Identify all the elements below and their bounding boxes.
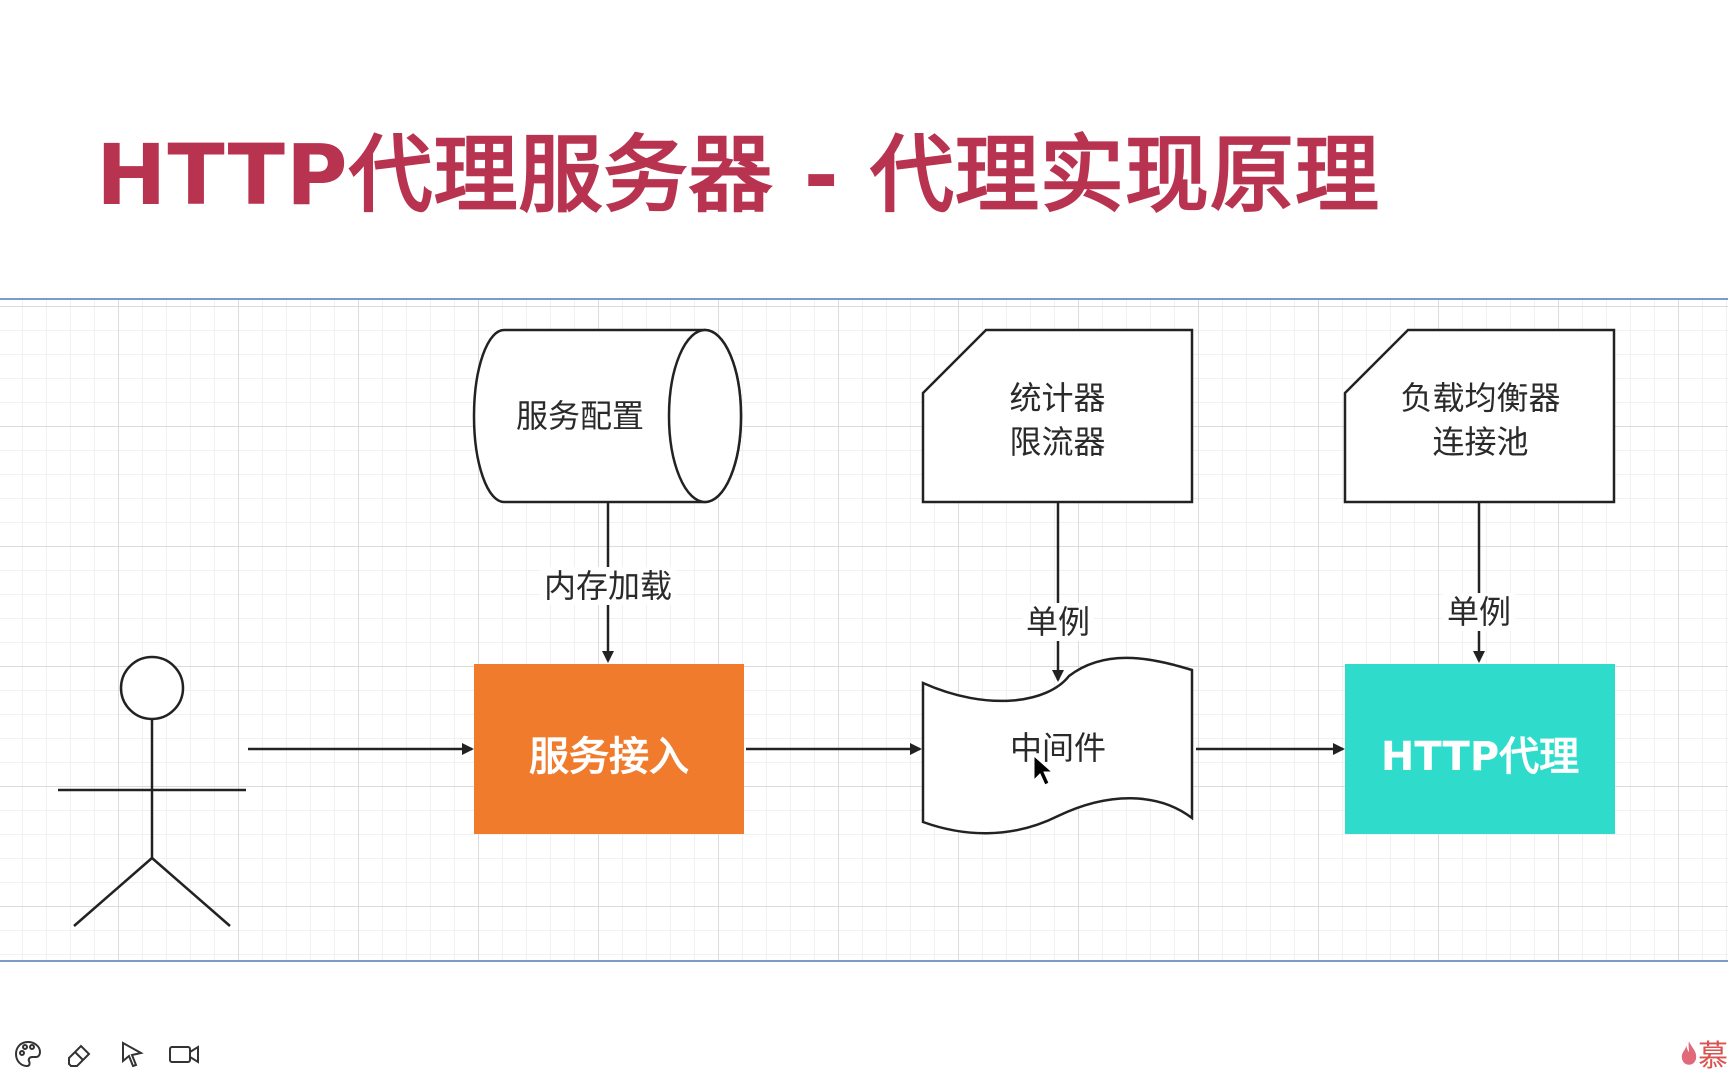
service-config-label: 服务配置	[515, 397, 644, 435]
presentation-toolbar	[10, 1032, 202, 1076]
lb-label-line2: 连接池	[1432, 423, 1529, 461]
edge-label-singleton-lb: 单例	[1419, 590, 1539, 634]
stats-label-line2: 限流器	[1009, 423, 1106, 461]
slide-title: HTTP代理服务器 - 代理实现原理	[96, 126, 1380, 224]
service-access-label: 服务接入	[529, 734, 689, 780]
service-config-cylinder	[472, 328, 743, 504]
middleware-label: 中间件	[1009, 729, 1106, 767]
actor-left-leg	[73, 857, 153, 927]
watermark-logo: 慕	[1680, 1030, 1728, 1076]
service-access-box	[474, 664, 744, 834]
stats-card-label: 统计器 限流器	[935, 376, 1180, 464]
eraser-icon[interactable]	[62, 1036, 98, 1072]
palette-icon[interactable]	[10, 1036, 46, 1072]
lb-label-line1: 负载均衡器	[1400, 379, 1561, 417]
edge-label-singleton-stats: 单例	[998, 600, 1118, 644]
edge-label-singleton-stats-text: 单例	[1021, 603, 1094, 641]
middleware-tape-shape	[921, 656, 1194, 835]
video-camera-icon[interactable]	[166, 1036, 202, 1072]
actor-right-leg	[151, 857, 231, 927]
diagram-svg	[58, 328, 1616, 927]
edge-label-memory-load: 内存加载	[508, 564, 708, 608]
pointer-icon[interactable]	[114, 1036, 150, 1072]
user-actor-figure	[58, 655, 246, 927]
diagram-canvas: 服务配置 统计器 限流器 负载均衡器 连接池 服务接入 中间件 HTTP代理 内…	[0, 298, 1728, 962]
lb-card-label: 负载均衡器 连接池	[1358, 376, 1603, 464]
http-proxy-box	[1345, 664, 1615, 834]
actor-head	[119, 655, 185, 721]
edge-label-singleton-lb-text: 单例	[1442, 593, 1515, 631]
stats-label-line1: 统计器	[1009, 379, 1106, 417]
watermark-text: 慕	[1698, 1039, 1728, 1074]
http-proxy-label: HTTP代理	[1380, 734, 1580, 780]
edge-label-memory-load-text: 内存加载	[539, 567, 676, 605]
mouse-cursor-icon	[1033, 754, 1054, 786]
flame-logo-icon	[1681, 1041, 1697, 1065]
